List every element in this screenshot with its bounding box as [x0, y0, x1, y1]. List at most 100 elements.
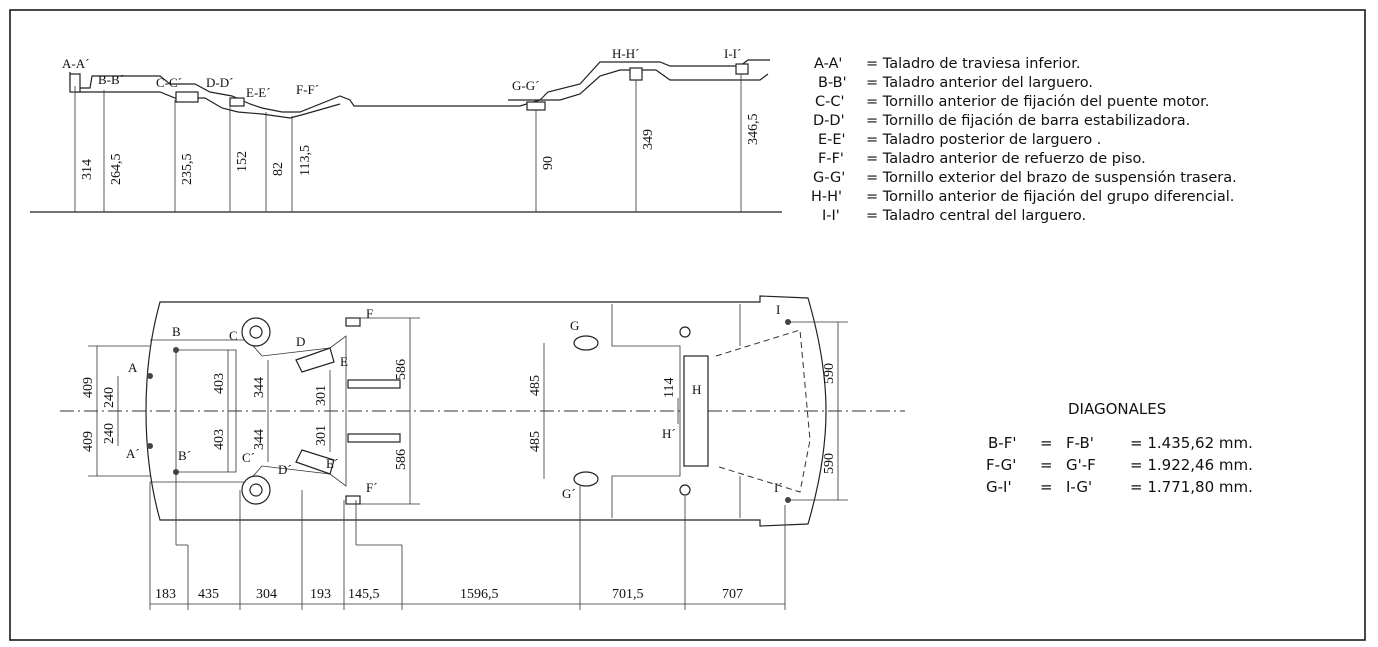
svg-text:=: =	[1040, 434, 1053, 452]
side-label-dd: D-D´	[206, 75, 233, 90]
svg-text:E-E': E-E'	[818, 132, 846, 148]
hole-i-prime	[785, 497, 791, 503]
svg-text:= Taladro posterior de larguer: = Taladro posterior de larguero .	[866, 132, 1101, 148]
svg-text:= Taladro central del larguero: = Taladro central del larguero.	[866, 208, 1086, 224]
hole-b	[173, 347, 179, 353]
side-label-gg: G-G´	[512, 78, 539, 93]
svg-text:B-F': B-F'	[988, 434, 1016, 452]
hole-i	[785, 319, 791, 325]
width-403-bottom: 403	[212, 429, 227, 450]
part-d-top	[295, 347, 335, 373]
part-rear-bottom	[679, 484, 691, 496]
side-part-i	[735, 63, 749, 75]
part-e-bottom	[347, 433, 401, 443]
part-e-top	[347, 379, 401, 389]
svg-text:= 1.922,46 mm.: = 1.922,46 mm.	[1130, 456, 1253, 474]
length-193: 193	[310, 587, 331, 602]
part-rear-top	[679, 326, 691, 338]
diagonal-row-bf: B-F' = F-B' = 1.435,62 mm.	[988, 434, 1253, 452]
length-1596-5: 1596,5	[460, 587, 499, 602]
letter-b: B	[172, 324, 181, 339]
legend-row-gg: G-G' = Tornillo exterior del brazo de su…	[813, 170, 1237, 186]
svg-text:= Tornillo anterior de fijació: = Tornillo anterior de fijación del puen…	[866, 94, 1209, 110]
length-145-5: 145,5	[348, 587, 380, 602]
side-profile-bottom	[75, 69, 769, 119]
svg-text:= Taladro de traviesa inferior: = Taladro de traviesa inferior.	[866, 56, 1081, 72]
svg-text:G'-F: G'-F	[1066, 456, 1096, 474]
side-label-ii: I-I´	[724, 46, 741, 61]
letter-c: C	[229, 328, 238, 343]
height-ee: 82	[271, 162, 286, 176]
legend-row-ee: E-E' = Taladro posterior de larguero .	[818, 132, 1101, 148]
svg-text:F-B': F-B'	[1066, 434, 1094, 452]
side-profile-top	[69, 59, 770, 113]
letter-i-prime: I´	[774, 480, 783, 495]
side-height-lines	[74, 74, 742, 212]
height-dd: 152	[235, 151, 250, 172]
svg-text:F-F': F-F'	[818, 151, 844, 167]
width-301-top: 301	[314, 385, 329, 406]
letter-e-prime: E´	[326, 456, 338, 471]
side-label-ff: F-F´	[296, 82, 319, 97]
height-ff: 113,5	[298, 145, 313, 176]
legend-row-bb: B-B' = Taladro anterior del larguero.	[818, 75, 1093, 91]
plan-inner-dashed	[715, 329, 811, 493]
svg-text:I-G': I-G'	[1066, 478, 1092, 496]
side-label-ee: E-E´	[246, 85, 271, 100]
width-409-bottom: 409	[81, 431, 96, 452]
part-d-bottom	[295, 449, 335, 475]
legend-row-ii: I-I' = Taladro central del larguero.	[822, 208, 1086, 224]
letter-a: A	[128, 360, 138, 375]
width-590-bottom: 590	[822, 453, 837, 474]
length-435: 435	[198, 587, 219, 602]
height-ii: 346,5	[746, 114, 761, 146]
svg-text:I-I': I-I'	[822, 208, 840, 224]
side-part-d	[229, 97, 245, 107]
height-gg: 90	[541, 156, 556, 170]
hole-a-prime	[147, 443, 153, 449]
svg-text:D-D': D-D'	[813, 113, 845, 129]
svg-text:= Tornillo de fijación de barr: = Tornillo de fijación de barra estabili…	[866, 113, 1190, 129]
height-aa: 314	[80, 159, 95, 180]
plan-view: A B C D E F G H I A´ B´ C´ D´ E´ F´ G´ H…	[60, 295, 905, 610]
diagonal-row-fg: F-G' = G'-F = 1.922,46 mm.	[986, 456, 1253, 474]
letter-c-prime: C´	[242, 450, 255, 465]
svg-text:H-H': H-H'	[811, 189, 842, 205]
letter-d-prime: D´	[278, 462, 292, 477]
diagonal-row-gi: G-I' = I-G' = 1.771,80 mm.	[986, 478, 1253, 496]
width-dimension-lines	[88, 317, 848, 505]
width-344-top: 344	[252, 377, 267, 398]
length-183: 183	[155, 587, 176, 602]
letter-f: F	[366, 306, 373, 321]
side-part-g	[526, 101, 546, 111]
legend-row-cc: C-C' = Tornillo anterior de fijación del…	[815, 94, 1209, 110]
side-label-cc: C-C´	[156, 75, 182, 90]
width-240-top: 240	[102, 387, 117, 408]
svg-text:B-B': B-B'	[818, 75, 847, 91]
letter-h: H	[692, 382, 701, 397]
letter-h-prime: H´	[662, 426, 676, 441]
svg-text:= Tornillo exterior del brazo: = Tornillo exterior del brazo de suspens…	[866, 170, 1237, 186]
width-403-top: 403	[212, 373, 227, 394]
svg-text:F-G': F-G'	[986, 456, 1016, 474]
legend-row-dd: D-D' = Tornillo de fijación de barra est…	[813, 113, 1190, 129]
side-view: A-A´ B-B´ C-C´ D-D´ E-E´ F-F´ G-G´ H-H´ …	[30, 46, 782, 213]
letter-f-prime: F´	[366, 480, 378, 495]
length-701-5: 701,5	[612, 587, 644, 602]
legend-row-ff: F-F' = Taladro anterior de refuerzo de p…	[818, 151, 1146, 167]
legend-row-aa: A-A' = Taladro de traviesa inferior.	[814, 56, 1081, 72]
letter-i: I	[776, 302, 780, 317]
svg-text:A-A': A-A'	[814, 56, 842, 72]
side-label-hh: H-H´	[612, 46, 639, 61]
width-586-top: 586	[394, 359, 409, 380]
svg-text:= Tornillo anterior de fijació: = Tornillo anterior de fijación del grup…	[866, 189, 1234, 205]
legend-row-hh: H-H' = Tornillo anterior de fijación del…	[811, 189, 1234, 205]
svg-text:= 1.771,80 mm.: = 1.771,80 mm.	[1130, 478, 1253, 496]
svg-text:= 1.435,62 mm.: = 1.435,62 mm.	[1130, 434, 1253, 452]
width-590-top: 590	[822, 363, 837, 384]
side-part-c	[175, 91, 199, 103]
width-114: 114	[662, 378, 677, 398]
length-304: 304	[256, 587, 277, 602]
part-f-top	[345, 317, 361, 327]
